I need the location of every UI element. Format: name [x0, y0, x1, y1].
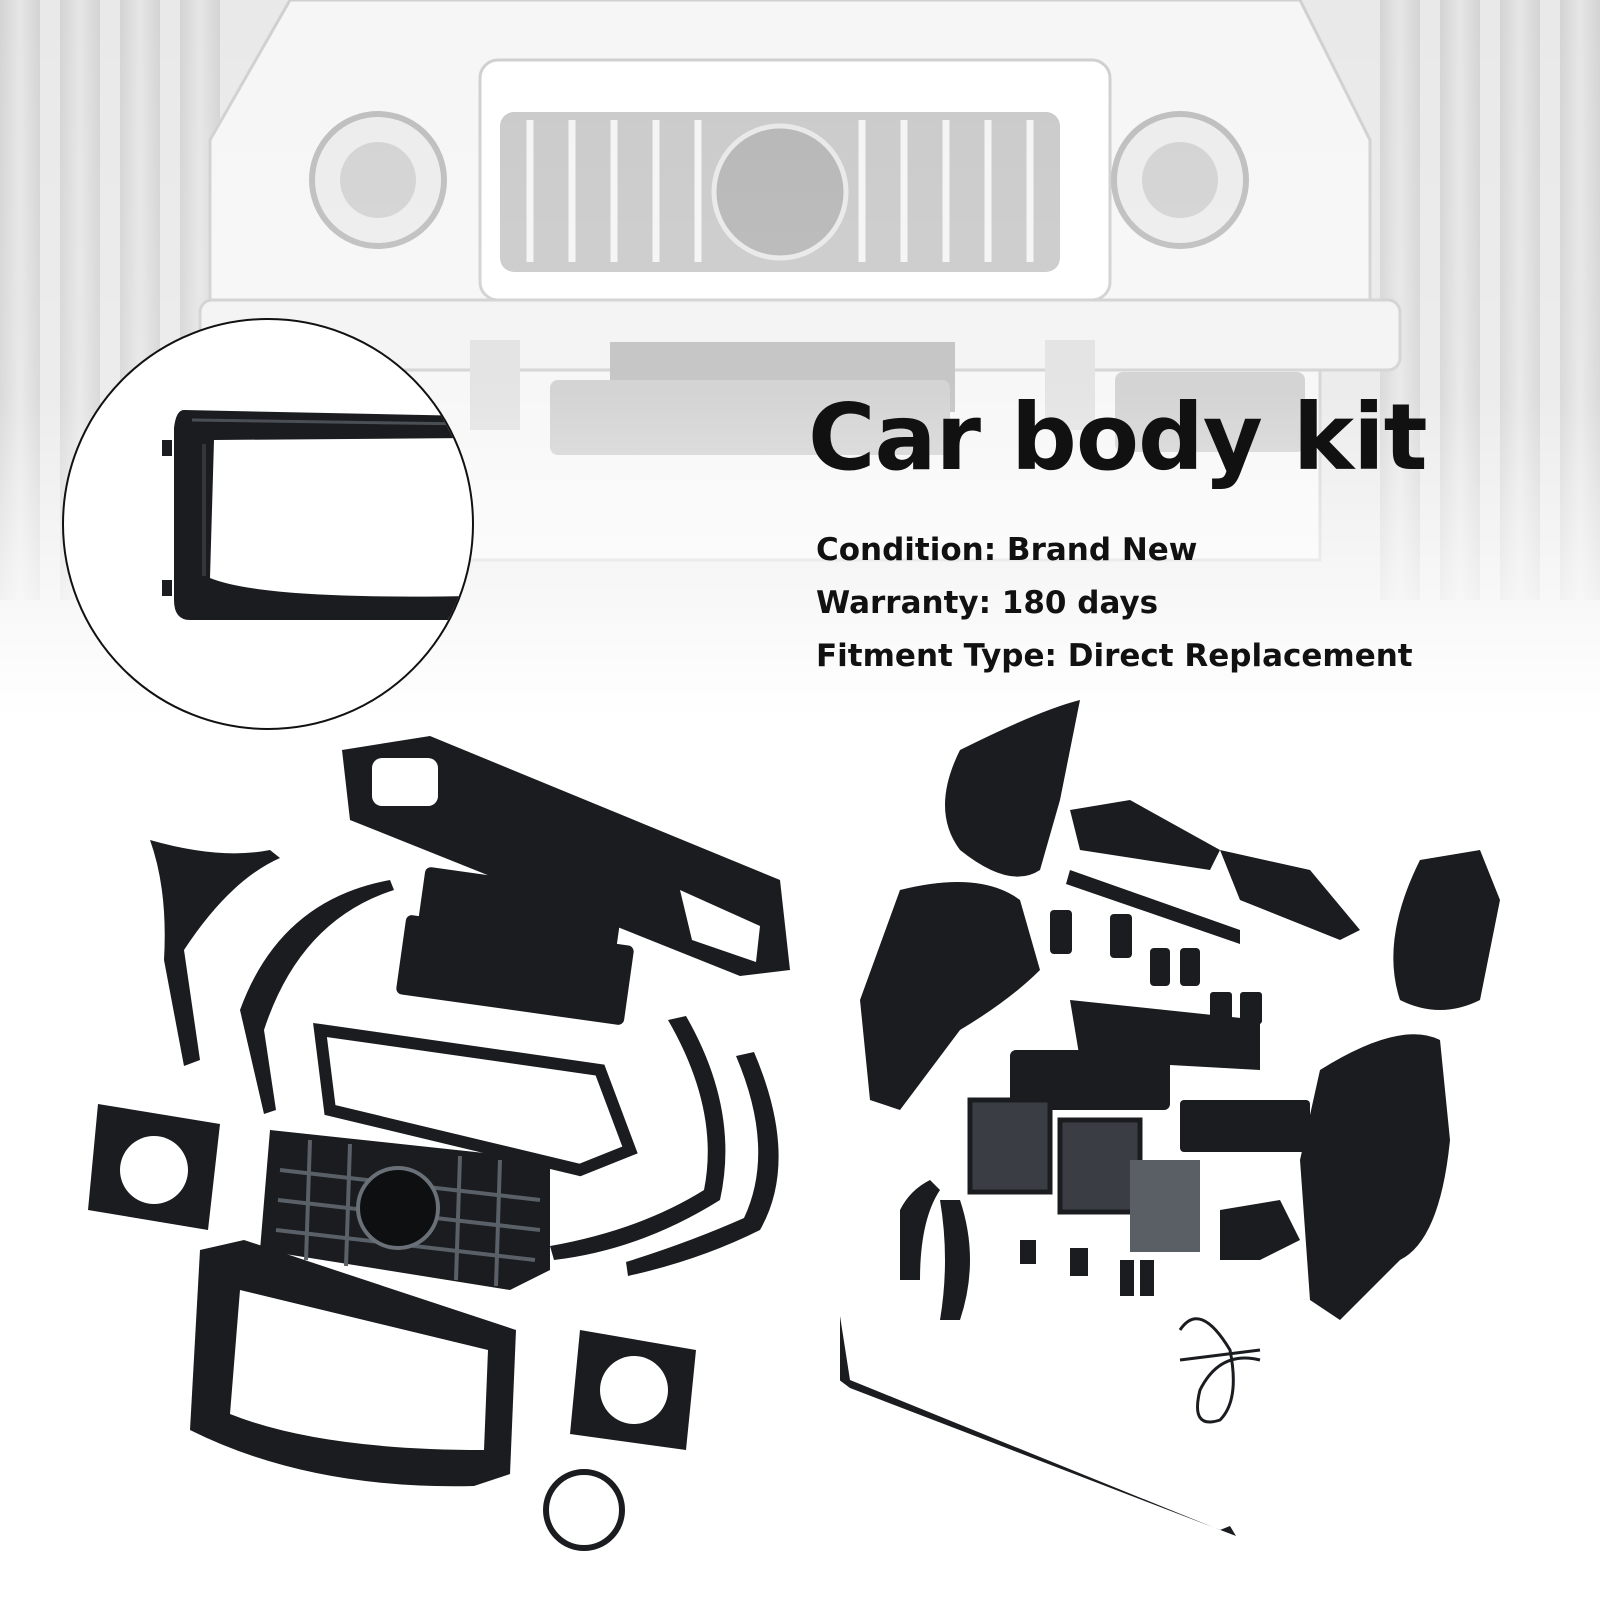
- spec-list: Condition: Brand New Warranty: 180 days …: [816, 524, 1413, 683]
- bumper-bracket-part: [900, 1180, 940, 1280]
- center-bracket-part: [1010, 1050, 1170, 1110]
- spec-condition: Condition: Brand New: [816, 532, 1198, 568]
- front-bumper-part: [342, 736, 790, 976]
- detail-inset-circle: [62, 318, 474, 730]
- mesh-panel-part: [1057, 1117, 1143, 1215]
- wheel-liner-part: [945, 700, 1080, 877]
- chrome-trim-part: [1066, 870, 1240, 944]
- wire-harness-part: [1178, 1317, 1261, 1424]
- wheel-liner-part: [860, 882, 1040, 1110]
- fender-flare-part: [550, 1016, 726, 1260]
- spec-warranty: Warranty: 180 days: [816, 585, 1159, 621]
- emblem-ring-part: [543, 1469, 625, 1551]
- bumper-light-opening: [372, 758, 438, 806]
- vent-frame-part: [1220, 1200, 1300, 1260]
- fender-flare-part: [150, 840, 280, 1066]
- parts-group-left: [88, 736, 790, 1551]
- fender-flare-part: [240, 880, 394, 1114]
- license-plate-bracket: [1180, 1100, 1310, 1152]
- wheel-liner-part: [1300, 1034, 1450, 1320]
- mesh-panel-part: [967, 1097, 1053, 1195]
- product-title: Car body kit: [808, 384, 1428, 491]
- mesh-panel-part: [1130, 1160, 1200, 1252]
- grille-support-frame: [313, 1022, 638, 1177]
- grille-frame-closeup-image: [162, 410, 472, 620]
- lower-rail-part: [840, 1316, 1236, 1536]
- fender-flare-part: [626, 1052, 779, 1276]
- air-duct-part: [396, 915, 634, 1025]
- spec-fitment-type: Fitment Type: Direct Replacement: [816, 638, 1413, 674]
- wheel-liner-part: [1393, 850, 1500, 1010]
- parts-group-right: [840, 700, 1500, 1536]
- bumper-bracket-part: [940, 1200, 970, 1320]
- mesh-grille-part: [1220, 850, 1360, 940]
- mesh-grille-part: [1070, 800, 1220, 870]
